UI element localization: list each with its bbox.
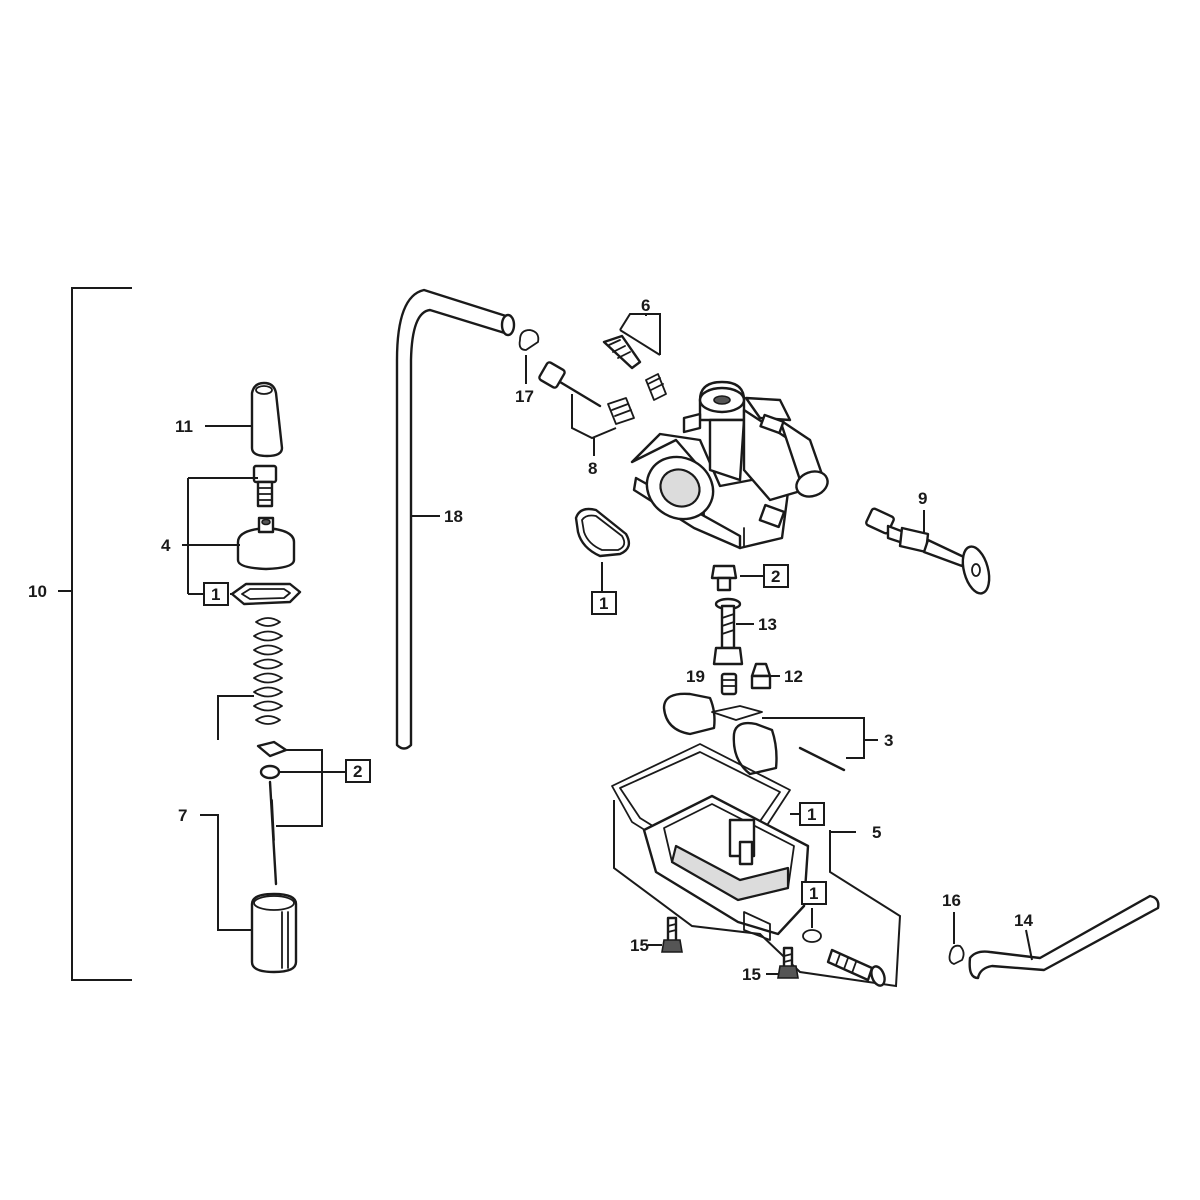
- part-6-pilot-screw-set: [602, 313, 667, 401]
- assembly-10-bracket: [58, 287, 132, 981]
- callout-17: 17: [515, 387, 534, 406]
- part-8-throttle-stop-screw: [538, 361, 635, 456]
- part-2-needle-jet-holder: [710, 564, 764, 592]
- part-11-cable-boot: [250, 381, 284, 458]
- callout-19: 19: [686, 667, 705, 686]
- callout-16: 16: [942, 891, 961, 910]
- callout-labels: 10 11 4 1 2 7 18 17 6 8 9 1 2 13 19 12 3…: [28, 296, 1033, 984]
- callout-box-1-body-o-ring: [591, 591, 617, 615]
- part-drain-screw: [826, 948, 886, 987]
- part-14-drain-tube: [968, 894, 1160, 980]
- part-cable-adjuster: [252, 464, 278, 508]
- callout-8: 8: [588, 459, 597, 478]
- callout-1-body-o-ring: 1: [599, 594, 608, 613]
- part-19-main-jet: [720, 672, 738, 696]
- part-1-drain-o-ring: [802, 908, 822, 943]
- part-5-float-chamber: [613, 794, 902, 988]
- callout-14: 14: [1014, 911, 1033, 930]
- callout-2-needle: 2: [353, 762, 362, 781]
- left-leaders: [182, 425, 346, 931]
- callout-11: 11: [175, 417, 193, 436]
- part-15-chamber-screw-b: [766, 946, 799, 979]
- callout-1-drain-o-ring: 1: [809, 884, 818, 903]
- part-4-carburetor-top: [236, 516, 296, 571]
- callout-18: 18: [444, 507, 463, 526]
- part-16-tube-clip: [948, 912, 965, 965]
- part-13-main-jet-holder: [712, 597, 754, 666]
- part-1-cap-gasket: [230, 582, 302, 606]
- callout-box-1-chamber-gasket: [799, 802, 825, 826]
- part-1-body-o-ring: [574, 507, 631, 592]
- callout-4: 4: [161, 536, 171, 555]
- callout-2-jet-holder: 2: [771, 567, 780, 586]
- part-18-fuel-tube: [395, 288, 516, 750]
- part-15-chamber-screw-a: [648, 916, 683, 953]
- callout-1-cap-gasket: 1: [211, 585, 220, 604]
- callout-12: 12: [784, 667, 803, 686]
- callout-box-2-jet-holder: [763, 564, 789, 588]
- callout-3: 3: [884, 731, 893, 750]
- part-throttle-slide: [250, 892, 298, 974]
- callout-1-chamber-gasket: 1: [807, 805, 816, 824]
- callout-5: 5: [872, 823, 881, 842]
- callout-9: 9: [918, 489, 927, 508]
- carburetor-body: [630, 380, 829, 550]
- callout-6: 6: [641, 296, 650, 315]
- callout-box-1-cap-gasket: [203, 582, 229, 606]
- part-9-starter-plunger: [865, 507, 991, 595]
- part-17-tube-clip: [518, 329, 540, 384]
- callout-15-a: 15: [630, 936, 649, 955]
- callout-13: 13: [758, 615, 777, 634]
- callout-10: 10: [28, 582, 47, 601]
- callout-7: 7: [178, 806, 187, 825]
- callout-15-b: 15: [742, 965, 761, 984]
- callout-box-2-needle: [345, 759, 371, 783]
- part-12-float-valve: [750, 662, 780, 690]
- part-2-needle-set: [256, 740, 288, 886]
- part-throttle-spring: [253, 617, 283, 725]
- part-3-float-set: [662, 692, 878, 776]
- callout-box-1-drain-o-ring: [801, 881, 827, 905]
